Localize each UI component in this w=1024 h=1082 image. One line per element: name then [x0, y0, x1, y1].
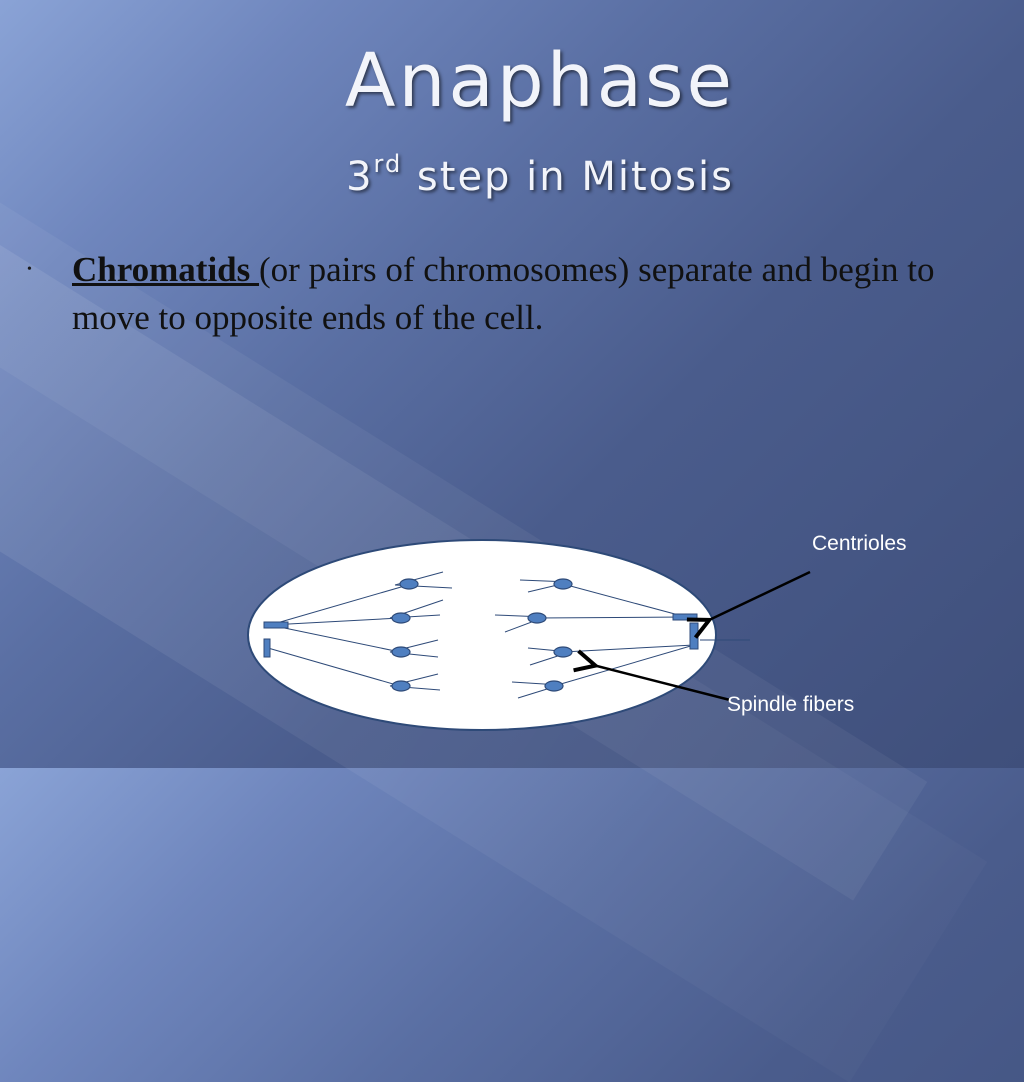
bullet-paragraph: Chromatids (or pairs of chromosomes) sep…: [72, 246, 1012, 342]
spindle-fiber: [269, 617, 401, 626]
chromatid: [391, 680, 411, 692]
chromatid: [553, 646, 573, 658]
spindle-fiber: [553, 644, 695, 687]
spindle-fibers-right: [494, 579, 750, 699]
chromatid: [527, 612, 547, 624]
slide-subtitle: 3rd step in Mitosis: [0, 150, 1024, 200]
chromatid: [553, 578, 573, 590]
centriole-right-vertical: [689, 622, 699, 650]
centrioles-label: Centrioles: [812, 532, 907, 555]
bullet-body: (or pairs of chromosomes) separate and b…: [72, 250, 935, 337]
chromatid: [391, 612, 411, 624]
chromatids-right: [527, 578, 573, 692]
spindle-fiber: [269, 624, 401, 653]
bullet-marker: •: [27, 262, 32, 277]
bullet-term: Chromatids: [72, 250, 260, 289]
slide-title: Anaphase: [344, 38, 736, 124]
subtitle-number: 3: [346, 154, 374, 200]
spindle-fibers-label: Spindle fibers: [727, 693, 855, 716]
chromatid: [399, 578, 419, 590]
spindle-fiber: [562, 583, 687, 618]
spindle-fibers-arrow: [593, 665, 731, 702]
chromatids-left: [391, 578, 419, 692]
centriole-left-vertical: [263, 638, 271, 658]
cell-membrane: [247, 539, 717, 731]
chromatid: [391, 646, 411, 658]
chromatid: [544, 680, 564, 692]
centrioles-arrow: [707, 570, 811, 621]
centriole-right-horizontal: [672, 613, 698, 621]
spindle-fiber: [267, 647, 401, 687]
anaphase-cell-diagram: [247, 539, 811, 731]
spindle-fiber: [536, 616, 687, 619]
subtitle-suffix: rd: [373, 150, 403, 178]
spindle-fiber: [269, 584, 409, 626]
centriole-left-horizontal: [263, 621, 289, 629]
subtitle-text: step in Mitosis: [402, 154, 734, 200]
